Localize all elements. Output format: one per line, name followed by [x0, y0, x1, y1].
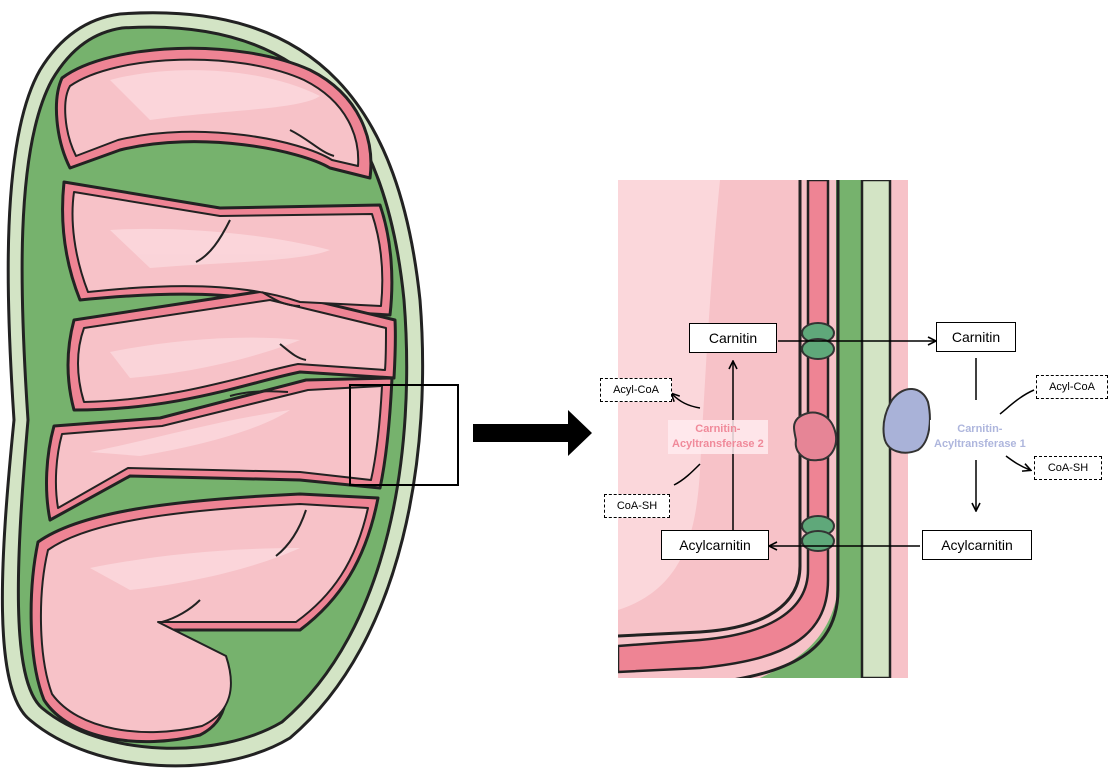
mitochondrion: [2, 13, 458, 766]
cat2-line1: Carnitin-: [672, 422, 764, 437]
cat1-line2: Acyltransferase 1: [934, 437, 1026, 452]
cat1-line1: Carnitin-: [934, 422, 1026, 437]
acylcarnitin-cytosol-label: Acylcarnitin: [922, 530, 1032, 560]
cat2-protein: [794, 413, 836, 461]
acyl-coa-cytosol-label: Acyl-CoA: [1036, 375, 1108, 399]
acylcarnitin-matrix-label: Acylcarnitin: [661, 530, 769, 560]
cat1-enzyme-label: Carnitin- Acyltransferase 1: [930, 420, 1030, 454]
cat2-line2: Acyltransferase 2: [672, 437, 764, 452]
cat2-enzyme-label: Carnitin- Acyltransferase 2: [668, 420, 768, 454]
coa-sh-matrix-label: CoA-SH: [604, 494, 670, 518]
carnitin-matrix-label: Carnitin: [689, 323, 777, 353]
coa-sh-cytosol-label: CoA-SH: [1034, 456, 1102, 480]
acyl-coa-matrix-label: Acyl-CoA: [600, 378, 672, 402]
zoom-arrow: [473, 410, 592, 456]
carnitin-cytosol-label: Carnitin: [936, 322, 1016, 352]
